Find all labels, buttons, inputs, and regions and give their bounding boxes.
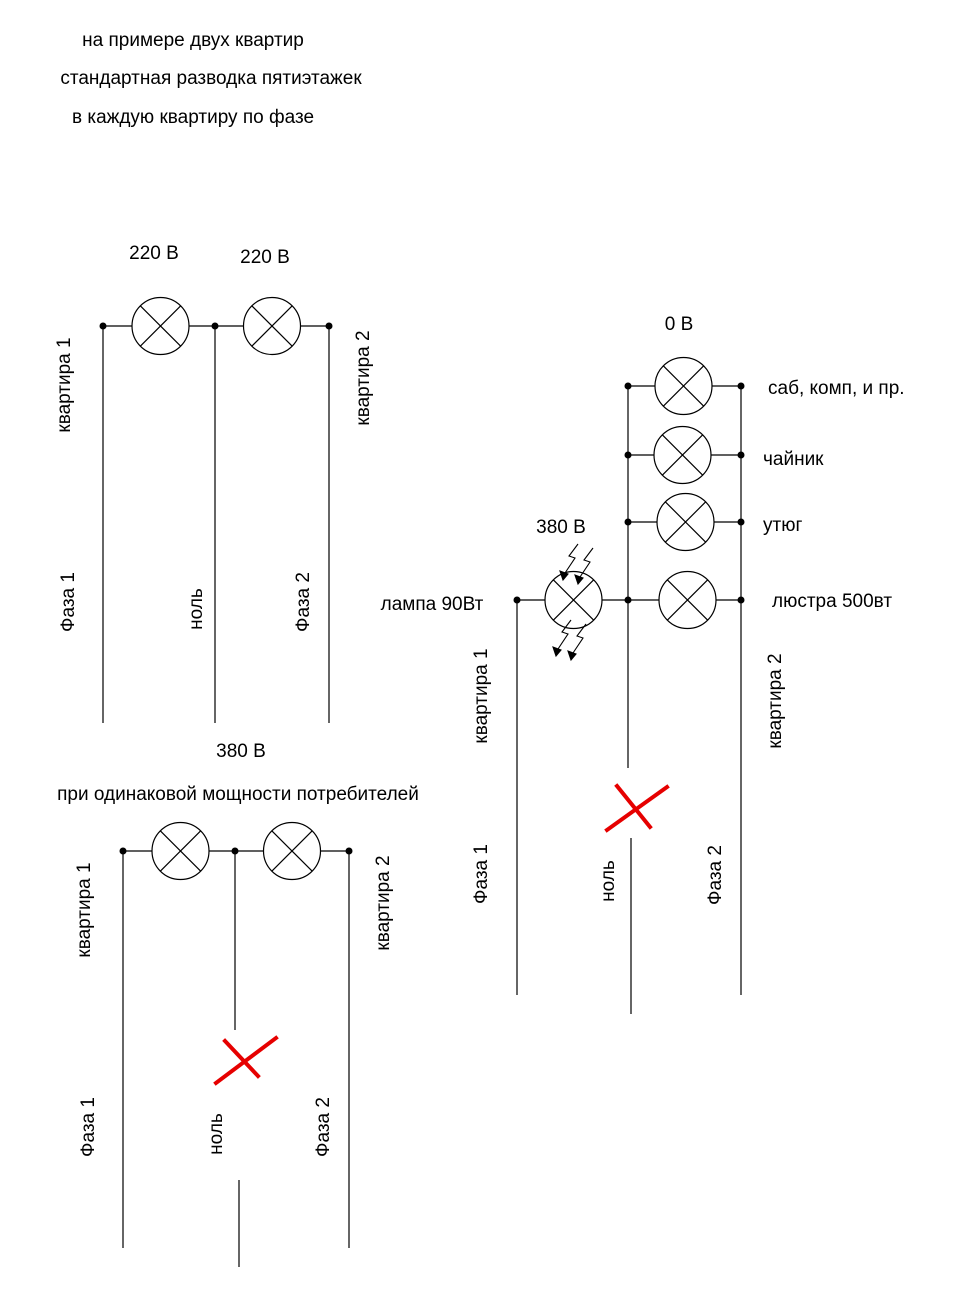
load-label-kettle: чайник <box>763 449 824 470</box>
apartment-2-label: квартира 2 <box>353 330 374 425</box>
lamp-icon <box>658 570 717 630</box>
lamp-icon <box>654 356 713 416</box>
burning-lamp-icon <box>544 570 603 630</box>
voltage-label-left: 220 В <box>129 243 179 264</box>
phase-2-label: Фаза 2 <box>293 572 314 632</box>
load-label-pc: саб, комп, и пр. <box>768 378 905 399</box>
diagram-b: при одинаковой мощности потребителей ква… <box>57 784 419 1267</box>
lamp-icon <box>656 492 715 552</box>
header-line-3: в каждую квартиру по фазе <box>72 107 314 128</box>
phase-2-label: Фаза 2 <box>313 1097 334 1157</box>
phase-1-label: Фаза 1 <box>471 844 492 904</box>
junction-dot <box>624 451 632 459</box>
caption: при одинаковой мощности потребителей <box>57 784 419 805</box>
junction-dot <box>99 322 107 330</box>
load-label-iron: утюг <box>763 515 802 536</box>
apartment-1-label: квартира 1 <box>471 648 492 743</box>
neutral-label: ноль <box>186 588 207 630</box>
header-line-1: на примере двух квартир <box>82 30 304 51</box>
junction-dot <box>325 322 333 330</box>
junction-dot <box>737 382 745 390</box>
junction-dot <box>211 322 219 330</box>
junction-dot <box>737 518 745 526</box>
apartment-2-label: квартира 2 <box>373 855 394 950</box>
header-line-2: стандартная разводка пятиэтажек <box>60 68 362 89</box>
junction-dot <box>231 847 239 855</box>
zero-voltage-label: 0 В <box>665 314 694 335</box>
lamp-90w-label: лампа 90Вт <box>381 594 484 615</box>
line-voltage-label: 380 В <box>216 741 266 762</box>
neutral-break-icon <box>213 1035 279 1086</box>
apartment-2-label: квартира 2 <box>765 653 786 748</box>
spark-arrows-icon <box>552 543 594 662</box>
phase-1-label: Фаза 1 <box>58 572 79 632</box>
junction-dot <box>624 596 632 604</box>
neutral-break-icon <box>604 783 670 833</box>
lamp-icon <box>262 821 322 881</box>
junction-dot <box>737 596 745 604</box>
junction-dot <box>119 847 127 855</box>
voltage-label-right: 220 В <box>240 247 290 268</box>
junction-dot <box>737 451 745 459</box>
neutral-label: ноль <box>598 860 619 902</box>
diagram-a: 220 В 220 В квартира 1 квартира 2 Фаза 1… <box>54 243 374 762</box>
phase-2-label: Фаза 2 <box>705 845 726 905</box>
diagram-c: 0 В 380 В <box>381 314 905 1014</box>
lamp-icon <box>151 821 210 881</box>
lamp-icon <box>653 425 712 485</box>
lamp-icon <box>242 296 302 356</box>
phase-1-label: Фаза 1 <box>78 1097 99 1157</box>
load-label-chandelier: люстра 500вт <box>772 591 892 612</box>
junction-dot <box>624 382 632 390</box>
apartment-1-label: квартира 1 <box>54 337 75 432</box>
junction-dot <box>513 596 521 604</box>
junction-dot <box>624 518 632 526</box>
neutral-label: ноль <box>206 1113 227 1155</box>
junction-dot <box>345 847 353 855</box>
overvoltage-label: 380 В <box>536 517 586 538</box>
lamp-icon <box>131 296 190 356</box>
apartment-1-label: квартира 1 <box>74 862 95 957</box>
